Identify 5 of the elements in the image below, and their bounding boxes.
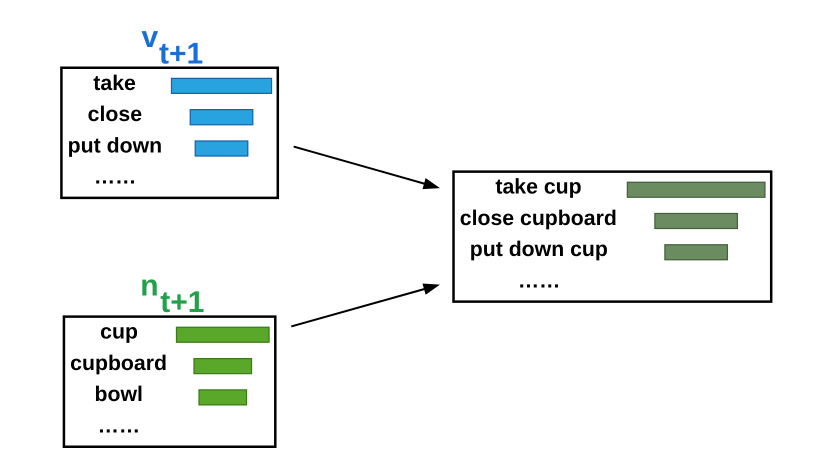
node-box: cup cupboard bowl …… — [62, 314, 277, 448]
node-box: take close put down …… — [60, 66, 280, 199]
arrow — [291, 283, 440, 327]
arrow — [293, 145, 440, 189]
node-box: take cup close cupboard put down cup …… — [452, 170, 772, 302]
